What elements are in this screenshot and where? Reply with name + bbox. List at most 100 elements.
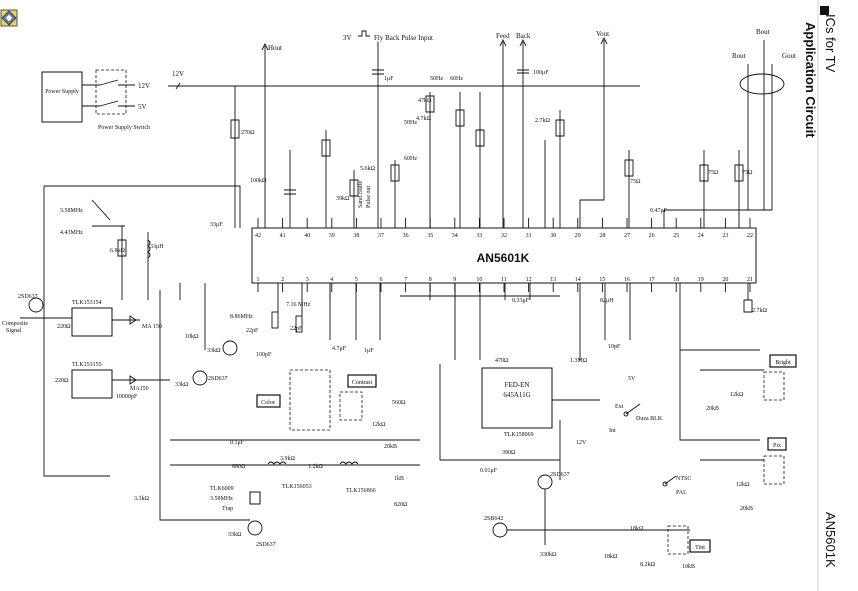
c100p: 100pF: [256, 352, 272, 358]
r270b: 2.7kΩ: [752, 308, 768, 314]
ic-label: AN5601K: [477, 251, 530, 265]
pin-label: 9: [453, 277, 456, 283]
composite-label-2: Signal: [6, 328, 22, 334]
contrast-pot-outline: [339, 391, 363, 421]
tint-control[interactable]: [689, 539, 711, 553]
tlk153154-block: [71, 307, 113, 337]
output-bundle-ellipse: [739, 73, 785, 95]
r27k: 2.7kΩ: [535, 118, 551, 124]
r33kb: 33kΩ: [207, 348, 221, 354]
pix-control[interactable]: [767, 437, 787, 451]
r470: 470Ω: [495, 358, 509, 364]
r33ka: 33kΩ: [175, 382, 189, 388]
pin-label: 15: [599, 277, 605, 283]
sand-castle-label: Sand castle Pulse out: [358, 181, 372, 208]
r220b: 220Ω: [55, 378, 69, 384]
q6-label: 2SB642: [484, 516, 503, 522]
pin-label: 27: [624, 233, 630, 239]
r330k: 330kΩ: [540, 552, 557, 558]
x358-label: 3.58MHz: [60, 208, 83, 214]
contrast-control[interactable]: [347, 374, 377, 388]
transistor-q2: [192, 370, 208, 386]
c47u: 4.7μF: [332, 346, 347, 352]
v3-label: 3V: [343, 34, 352, 42]
pin-label: 25: [673, 233, 679, 239]
bout-label: Bout: [756, 28, 770, 36]
pin-label: 34: [452, 233, 458, 239]
hz50-label-b: 50Hz: [430, 76, 443, 82]
r75b: 75Ω: [708, 170, 719, 176]
trap-label-2: 3.58MHz: [210, 496, 233, 502]
pin-label: 41: [280, 233, 286, 239]
transistor-q4: [247, 520, 263, 536]
pin-label: 1: [257, 277, 260, 283]
tlk158069-label: TLK158069: [504, 432, 534, 438]
pin-label: 23: [722, 233, 728, 239]
tlk153154-label: TLK153154: [72, 300, 102, 306]
c22p-a: 22pF: [246, 328, 259, 334]
ic-body: [251, 227, 757, 284]
color-control[interactable]: [256, 394, 281, 408]
q1-label: 2SD637: [18, 294, 38, 300]
ext-label: Ext: [615, 404, 624, 410]
pin-label: 38: [353, 233, 359, 239]
bright-pot-outline: [763, 371, 785, 401]
l33u: 33μH: [150, 244, 164, 250]
r20k-b: 20kB: [706, 406, 719, 412]
pin-label: 16: [624, 277, 630, 283]
ntsc-pal-switch[interactable]: [662, 481, 668, 487]
pin-label: 18: [673, 277, 679, 283]
pin-label: 37: [378, 233, 384, 239]
r18k: 18kΩ: [604, 554, 618, 560]
r56k: 5.6kΩ: [360, 166, 376, 172]
feed-label: Feed: [496, 32, 510, 40]
transistor-q3: [222, 340, 238, 356]
power-supply-block: [41, 71, 83, 123]
pin-label: 28: [599, 233, 605, 239]
pin-label: 32: [501, 233, 507, 239]
duza-label: Duza BLK: [636, 416, 663, 422]
crystal-886: [271, 311, 279, 329]
trap-coil: [249, 491, 261, 505]
svg-text:Sand castle: Sand castle: [358, 181, 364, 208]
transistor-q6: [492, 522, 508, 538]
r1k: 1kB: [394, 476, 404, 482]
ext-int-switch[interactable]: [623, 411, 629, 417]
top-passives: [284, 92, 744, 228]
c22p-b: 22pF: [290, 326, 303, 332]
pin-label: 13: [550, 277, 556, 283]
bright-control[interactable]: [769, 354, 797, 368]
composite-label-1: Composite: [2, 321, 28, 327]
r560: 560Ω: [392, 400, 406, 406]
int-label: Int: [609, 428, 616, 434]
r82u: 82μH: [600, 298, 614, 304]
c033: 0.33μF: [512, 298, 530, 304]
ntsc-label: NTSC: [676, 476, 691, 482]
bright-control-label: Bright: [775, 360, 791, 366]
c-flyback: 1μF: [384, 76, 394, 82]
pix-pot-outline: [763, 455, 785, 485]
pin-label: 17: [649, 277, 655, 283]
heading-bullet: [820, 6, 829, 15]
back-label: Back: [516, 32, 531, 40]
r10k: 10kΩ: [185, 334, 199, 340]
pin-label: 42: [255, 233, 261, 239]
v5-label: 5V: [138, 103, 147, 111]
c10000p: 10000pF: [116, 394, 138, 400]
r13m: 1.3MΩ: [570, 358, 588, 364]
pin-label: 31: [526, 233, 532, 239]
r12kb-b: 12kΩ: [730, 392, 744, 398]
fed-block: [481, 367, 553, 429]
c047: 0.47μF: [650, 208, 668, 214]
r39k: 3.9kΩ: [280, 456, 296, 462]
rout-label: Rout: [732, 52, 746, 60]
pin-label: 29: [575, 233, 581, 239]
r390: 390Ω: [502, 450, 516, 456]
pin-label: 5: [355, 277, 358, 283]
pin-label: 39: [329, 233, 335, 239]
r47k: 47kΩ: [418, 98, 432, 104]
r18k-b: 18kΩ: [630, 526, 644, 532]
transistor-q1: [28, 297, 44, 313]
